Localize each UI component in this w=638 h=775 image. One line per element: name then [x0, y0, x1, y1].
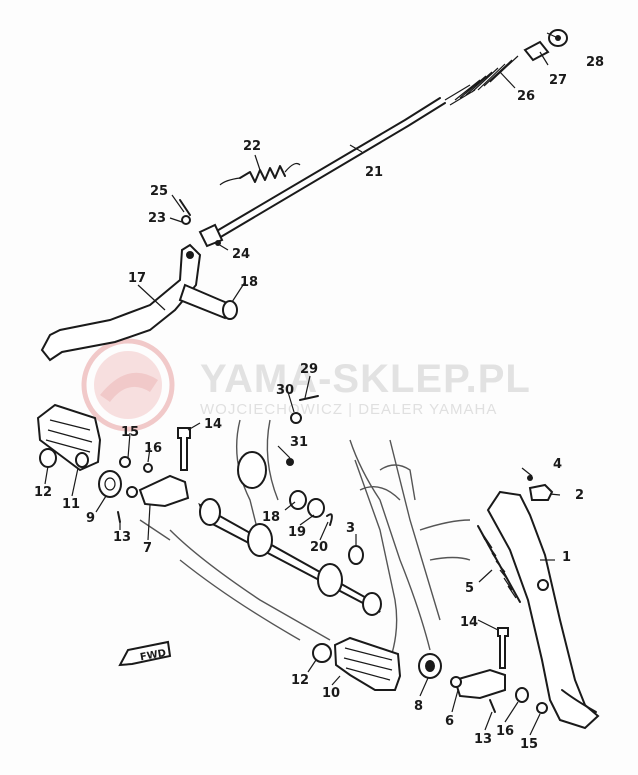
callout-28: 28 — [586, 55, 604, 70]
brake-pedal — [40, 243, 238, 362]
callout-5: 5 — [465, 581, 474, 596]
frame-outline — [139, 419, 471, 661]
callout-19: 19 — [288, 525, 306, 540]
callout-12-left: 12 — [34, 485, 52, 500]
center-fasteners — [286, 395, 364, 565]
callout-18-bottom: 18 — [262, 510, 280, 525]
callout-15-left: 15 — [121, 425, 139, 440]
callout-30: 30 — [276, 383, 294, 398]
callout-29: 29 — [300, 362, 318, 377]
callout-9: 9 — [86, 511, 95, 526]
callout-10: 10 — [322, 686, 340, 701]
callout-8: 8 — [414, 699, 423, 714]
callout-7: 7 — [143, 541, 152, 556]
callout-16-left: 16 — [144, 441, 162, 456]
forward-label: FWD — [139, 648, 167, 663]
right-footrest — [312, 627, 548, 714]
callout-24: 24 — [232, 247, 250, 262]
callout-25: 25 — [150, 184, 168, 199]
callout-numbers: 28 27 26 21 22 25 23 24 17 18 29 30 31 4… — [34, 55, 604, 752]
watermark-logo — [81, 338, 175, 432]
callout-23: 23 — [148, 211, 166, 226]
callout-31: 31 — [290, 435, 308, 450]
brake-spring — [219, 162, 301, 186]
callout-27: 27 — [549, 73, 567, 88]
callout-14-right: 14 — [460, 615, 478, 630]
clevis — [179, 199, 224, 248]
callout-2: 2 — [575, 488, 584, 503]
callout-1: 1 — [562, 550, 571, 565]
side-stand — [477, 475, 600, 730]
callout-15-right: 15 — [520, 737, 538, 752]
callout-26: 26 — [517, 89, 535, 104]
callout-13-right: 13 — [474, 732, 492, 747]
footrest-shaft — [198, 451, 382, 616]
callout-13-left: 13 — [113, 530, 131, 545]
callout-12-right: 12 — [291, 673, 309, 688]
callout-4: 4 — [553, 457, 562, 472]
left-footrest — [36, 403, 102, 472]
callout-17: 17 — [128, 271, 146, 286]
callout-20: 20 — [310, 540, 328, 555]
callout-14-left: 14 — [204, 417, 222, 432]
callout-11: 11 — [62, 497, 80, 512]
callout-3: 3 — [346, 521, 355, 536]
brake-rod — [214, 29, 568, 239]
callout-21: 21 — [365, 165, 383, 180]
callout-16-right: 16 — [496, 724, 514, 739]
callout-22: 22 — [243, 139, 261, 154]
forward-arrow-icon: FWD — [118, 640, 172, 667]
watermark-title: YAMA-SKLEP.PL — [200, 357, 531, 401]
bolt-left — [119, 427, 191, 471]
leader-lines — [44, 32, 561, 736]
left-spring-bush — [98, 463, 190, 523]
callout-6: 6 — [445, 714, 454, 729]
watermark-subtitle: WOJCIECHOWICZ | DEALER YAMAHA — [200, 401, 497, 418]
callout-18-top: 18 — [240, 275, 258, 290]
